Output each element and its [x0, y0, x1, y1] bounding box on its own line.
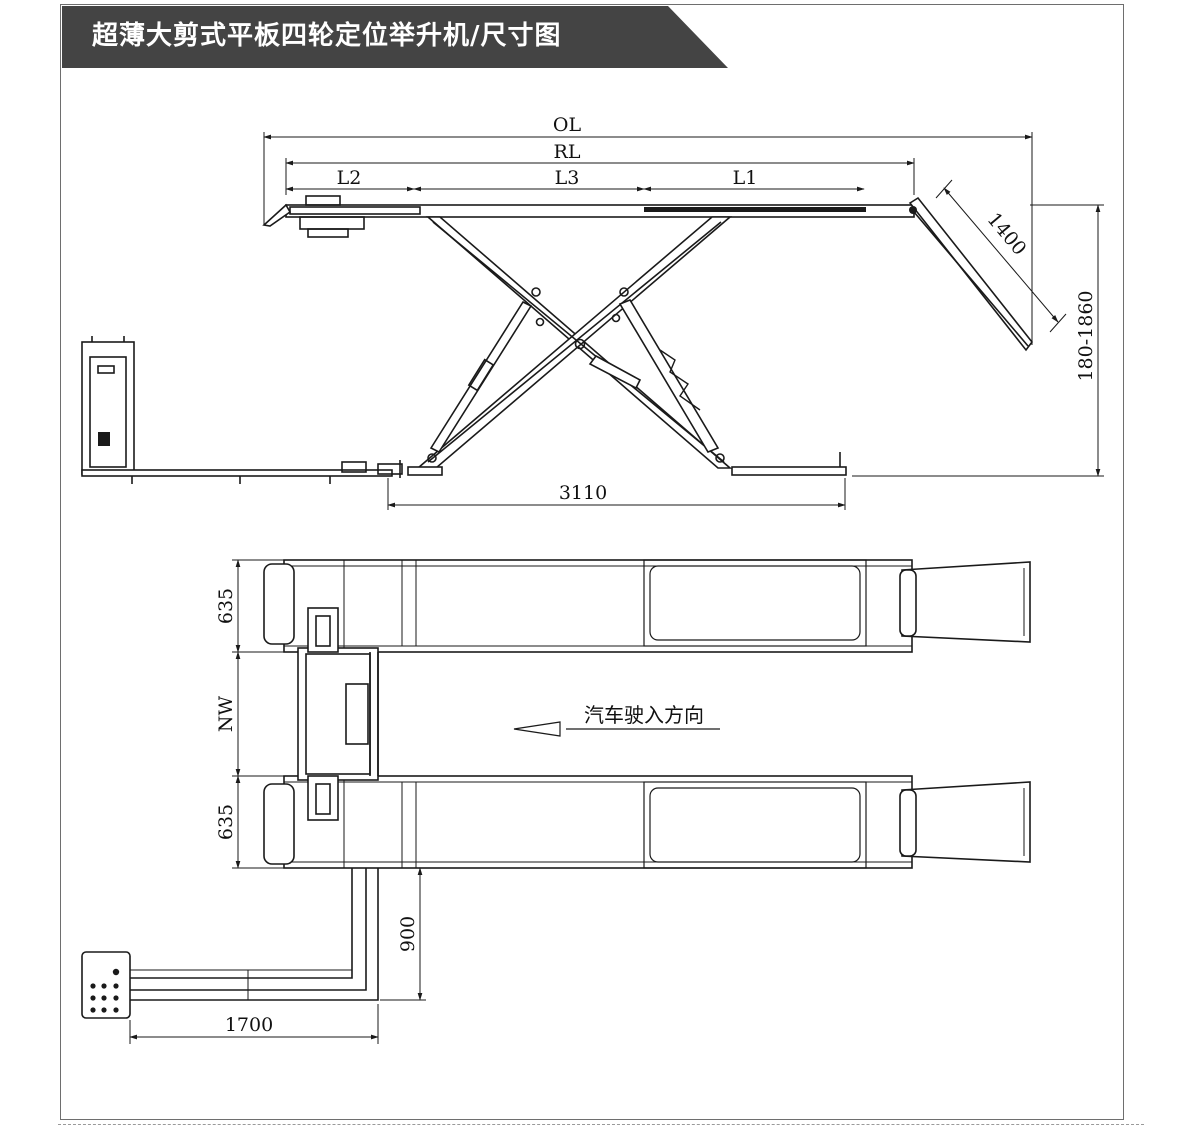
label-width-bottom: 635 — [215, 804, 237, 840]
label-pipe-run: 1700 — [225, 1014, 273, 1036]
label-base-length: 3110 — [559, 482, 607, 504]
label-l3: L3 — [555, 167, 580, 189]
runway-lower — [283, 775, 913, 869]
side-view — [81, 132, 1104, 510]
label-pipe-drop: 900 — [397, 916, 419, 952]
label-nw: NW — [215, 695, 237, 732]
page-title: 超薄大剪式平板四轮定位举升机/尺寸图 — [92, 21, 562, 51]
direction-arrow-icon — [513, 721, 561, 737]
runway-upper — [283, 559, 913, 653]
title-banner — [62, 6, 728, 68]
label-lift-height: 180-1860 — [1075, 290, 1097, 381]
bottom-divider — [58, 1124, 1144, 1125]
drawing-frame — [60, 4, 1124, 1120]
label-l2: L2 — [337, 167, 362, 189]
dim-line-ramp — [943, 187, 1059, 323]
direction-label: 汽车驶入方向 — [584, 703, 704, 727]
label-l1: L1 — [733, 167, 758, 189]
label-ramp-length: 1400 — [983, 209, 1031, 260]
label-width-top: 635 — [215, 588, 237, 624]
top-view — [81, 559, 1031, 1044]
label-rl: RL — [554, 141, 581, 163]
label-ol: OL — [553, 114, 582, 136]
